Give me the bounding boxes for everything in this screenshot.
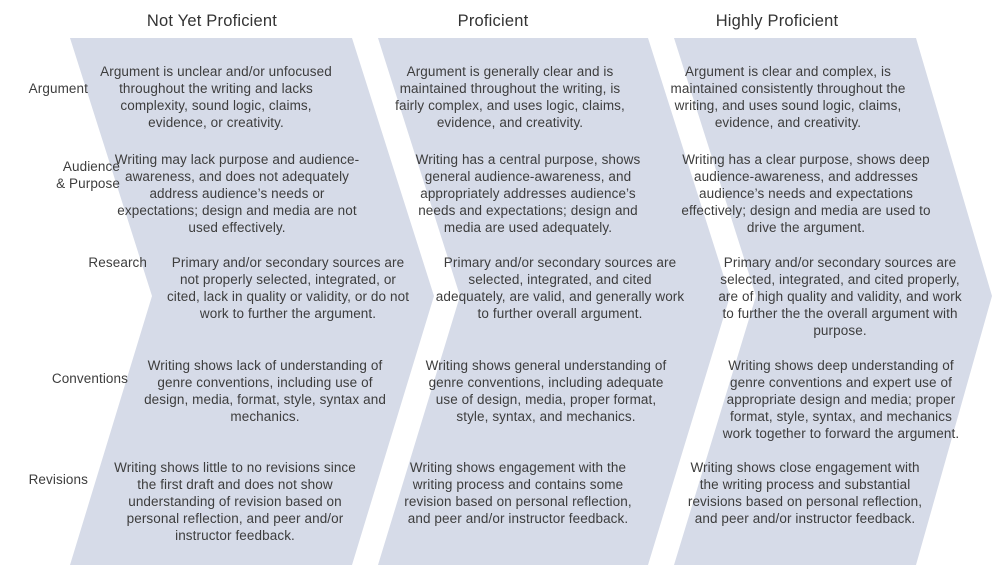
cell-audience-proficient: Writing has a central purpose, shows gen… bbox=[415, 152, 641, 235]
chevron-not-yet-proficient-icon bbox=[70, 38, 434, 565]
cell-revisions-highly-proficient: Writing shows close engagement with the … bbox=[687, 460, 923, 526]
row-label-conventions: Conventions bbox=[51, 371, 128, 386]
cell-argument-highly-proficient: Argument is clear and complex, is mainta… bbox=[670, 64, 906, 130]
cell-revisions-proficient: Writing shows engagement with the writin… bbox=[404, 460, 632, 526]
cell-conventions-highly-proficient: Writing shows deep understanding of genr… bbox=[722, 358, 960, 441]
column-title-highly-proficient: Highly Proficient bbox=[715, 12, 839, 30]
cell-research-proficient: Primary and/or secondary sources are sel… bbox=[435, 255, 685, 321]
cell-audience-highly-proficient: Writing has a clear purpose, shows deep … bbox=[681, 152, 931, 235]
cell-revisions-not-yet-proficient: Writing shows little to no revisions sin… bbox=[114, 460, 356, 543]
cell-audience-not-yet-proficient: Writing may lack purpose and audience-aw… bbox=[114, 152, 360, 235]
row-label-revisions: Revisions bbox=[28, 472, 88, 487]
cell-conventions-proficient: Writing shows general understanding of g… bbox=[425, 358, 667, 424]
cell-argument-not-yet-proficient: Argument is unclear and/or unfocused thr… bbox=[100, 64, 332, 130]
cell-conventions-not-yet-proficient: Writing shows lack of understanding of g… bbox=[144, 358, 386, 424]
column-title-proficient: Proficient bbox=[457, 12, 529, 30]
chevron-proficient-icon bbox=[378, 38, 730, 565]
chevron-highly-proficient-icon bbox=[674, 38, 992, 565]
cell-research-highly-proficient: Primary and/or secondary sources are sel… bbox=[718, 255, 962, 338]
column-title-not-yet-proficient: Not Yet Proficient bbox=[146, 12, 278, 30]
cell-argument-proficient: Argument is generally clear and is maint… bbox=[395, 64, 625, 130]
cell-research-not-yet-proficient: Primary and/or secondary sources are not… bbox=[166, 255, 410, 321]
row-label-argument: Argument bbox=[28, 81, 88, 96]
row-label-audience-purpose: Audience & Purpose bbox=[56, 159, 120, 191]
row-label-research: Research bbox=[88, 255, 147, 270]
